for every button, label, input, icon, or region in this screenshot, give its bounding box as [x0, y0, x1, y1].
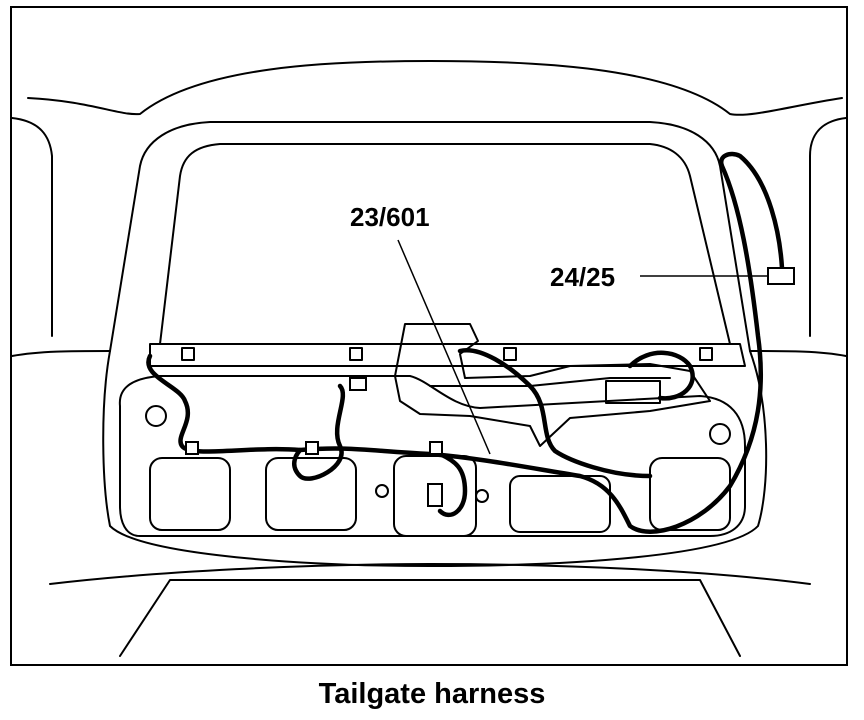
figure-caption: Tailgate harness — [318, 678, 546, 710]
access-opening-4 — [509, 475, 611, 533]
bolt-hole-3 — [375, 484, 389, 498]
access-opening-1 — [149, 457, 231, 531]
leader-line-23-601 — [397, 239, 491, 455]
harness-clip-d — [429, 441, 443, 455]
strip-clip-2 — [349, 347, 363, 361]
access-opening-2 — [265, 457, 357, 531]
branch-wire-1 — [292, 383, 346, 481]
roof-contour — [27, 60, 843, 116]
diagram-border — [10, 6, 848, 666]
harness-clip-b — [185, 441, 199, 455]
license-plate-recess — [119, 579, 741, 657]
connector-24-25-plug — [767, 267, 795, 285]
right-body-side — [809, 117, 847, 337]
strip-clip-1 — [181, 347, 195, 361]
motor-connector — [605, 380, 661, 404]
window-glass-edge — [159, 143, 731, 345]
lock-connector — [427, 483, 443, 507]
motor-ridge — [429, 377, 671, 387]
tailgate-outer-top — [109, 121, 751, 352]
callout-24-25: 24/25 — [550, 262, 616, 292]
tailgate-illustration — [10, 6, 848, 666]
bolt-hole-4 — [475, 489, 489, 503]
left-belt-line — [11, 350, 111, 357]
branch-wire-connector — [627, 350, 695, 401]
strip-clip-3 — [503, 347, 517, 361]
diagram-frame — [10, 6, 848, 666]
callout-23-601: 23/601 — [350, 202, 430, 232]
branch-wire-motor — [457, 347, 653, 479]
bolt-hole-left — [145, 405, 167, 427]
bolt-hole-right — [709, 423, 731, 445]
access-opening-5 — [649, 457, 731, 531]
branch-wire-lock — [437, 451, 468, 518]
harness-clip-a — [349, 377, 367, 391]
strip-clip-4 — [699, 347, 713, 361]
tailgate-outer-edge — [102, 350, 768, 567]
harness-clip-c — [305, 441, 319, 455]
bumper-upper-edge — [49, 563, 811, 585]
left-body-side — [11, 117, 53, 337]
